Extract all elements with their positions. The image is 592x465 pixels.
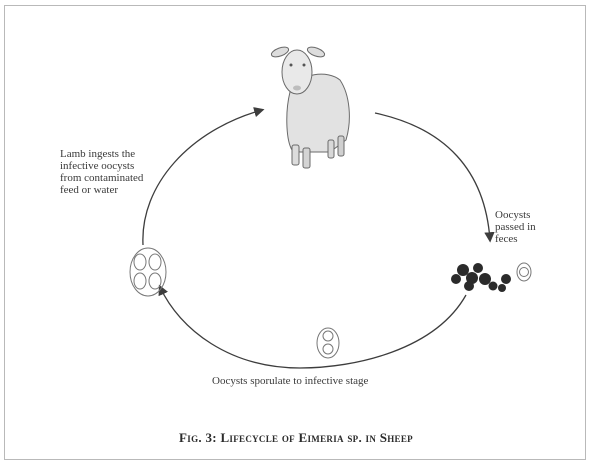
lamb-icon [270, 46, 350, 169]
sporulated-oocyst-icon [129, 247, 167, 297]
sporulation-label: Oocysts sporulate to infective stage [212, 375, 369, 387]
oocysts-passed-label: Oocysts passed in feces [495, 209, 536, 245]
feces-icon [451, 263, 511, 292]
figure-caption: Fig. 3: Lifecycle of Eimeria sp. in Shee… [179, 430, 413, 445]
ingestion-label: Lamb ingests the infective oocysts from … [60, 148, 144, 196]
unsporulated-oocyst-icon [516, 262, 532, 282]
arrow-shedding [374, 112, 495, 243]
arrow-sporulation [158, 284, 467, 369]
sporulating-oocyst-icon [316, 327, 340, 359]
arrow-ingestion [142, 107, 265, 246]
